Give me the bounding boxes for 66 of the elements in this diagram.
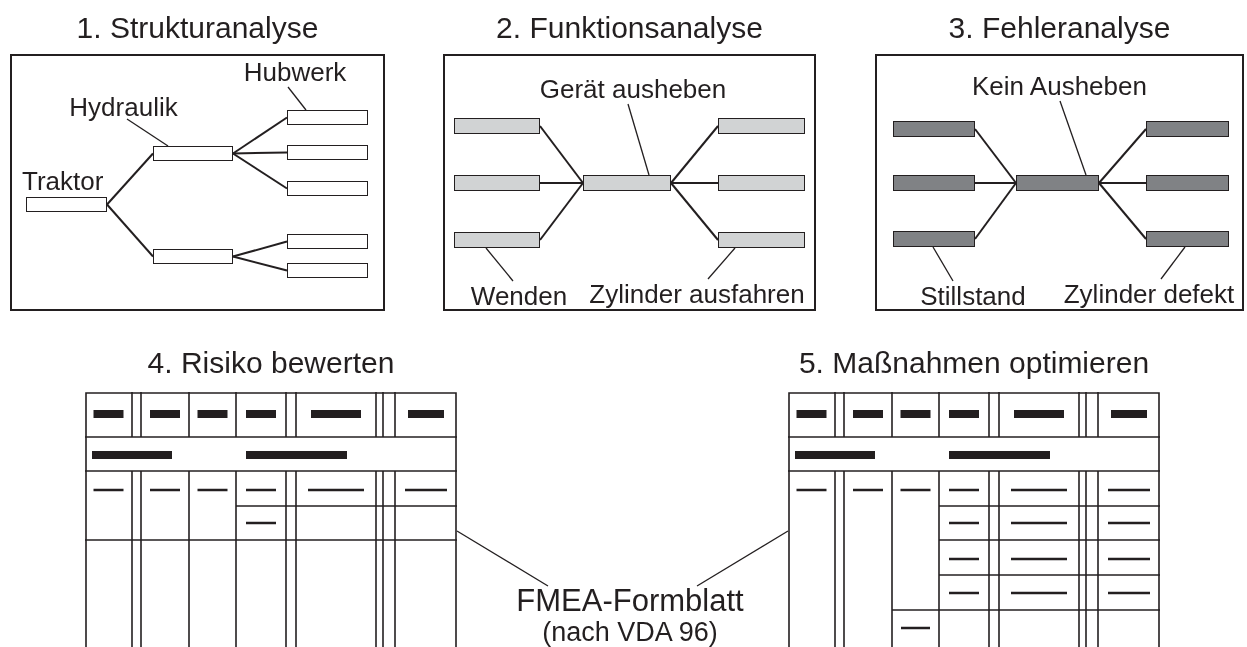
- element-box: [583, 175, 671, 191]
- leader-line: [485, 247, 514, 282]
- connector-line: [232, 116, 288, 155]
- leader-line: [287, 86, 307, 111]
- panel-title: 4. Risiko bewerten: [146, 345, 396, 381]
- connector-line: [232, 152, 288, 190]
- element-box: [153, 146, 233, 161]
- connector-line: [106, 152, 154, 206]
- connector-line: [670, 182, 719, 241]
- node-label: Stillstand: [917, 281, 1029, 311]
- connector-line: [539, 182, 584, 184]
- connector-line: [670, 125, 719, 184]
- element-box: [287, 181, 368, 196]
- node-label: Hydraulik: [66, 92, 181, 122]
- connector-line: [106, 203, 154, 258]
- node-label: Hubwerk: [240, 57, 350, 87]
- element-box: [893, 231, 975, 247]
- form-note: (nach VDA 96): [541, 617, 719, 647]
- connector-line: [1098, 182, 1147, 184]
- node-label: Traktor: [22, 166, 104, 196]
- panel-title: 1. Strukturanalyse: [75, 10, 320, 46]
- element-box: [1016, 175, 1099, 191]
- node-label: Zylinder defekt: [1058, 279, 1240, 309]
- connector-line: [974, 128, 1017, 184]
- element-box: [893, 175, 975, 191]
- connector-line: [974, 182, 1017, 240]
- form-label: FMEA-Formblatt: [515, 584, 745, 617]
- element-box: [287, 110, 368, 125]
- element-box: [454, 232, 540, 248]
- element-box: [454, 118, 540, 134]
- node-label: Wenden: [468, 281, 570, 311]
- leader-line: [1160, 246, 1186, 280]
- element-box: [287, 234, 368, 249]
- element-box: [1146, 231, 1229, 247]
- leader-line: [696, 530, 789, 587]
- connector-line: [1098, 182, 1147, 240]
- node-label: Zylinder ausfahren: [586, 279, 808, 309]
- leader-line: [707, 247, 736, 280]
- element-box: [718, 118, 805, 134]
- element-box: [153, 249, 233, 264]
- element-box: [287, 145, 368, 160]
- panel-title: 5. Maßnahmen optimieren: [797, 345, 1151, 381]
- leader-line: [932, 246, 954, 282]
- element-box: [718, 175, 805, 191]
- connector-line: [539, 125, 584, 184]
- leader-line: [456, 530, 549, 587]
- panel-title: 2. Funktionsanalyse: [495, 10, 764, 46]
- leader-line: [126, 118, 169, 147]
- element-box: [893, 121, 975, 137]
- connector-line: [232, 240, 288, 258]
- leader-line: [627, 103, 650, 176]
- connector-line: [974, 182, 1017, 184]
- panel-title: 3. Fehleranalyse: [947, 10, 1172, 46]
- leader-line: [1059, 100, 1087, 176]
- element-box: [1146, 121, 1229, 137]
- connector-line: [539, 182, 584, 241]
- element-box: [1146, 175, 1229, 191]
- node-label: Kein Ausheben: [968, 71, 1151, 101]
- connector-line: [232, 255, 288, 272]
- node-label: Gerät ausheben: [535, 74, 731, 104]
- connector-line: [1098, 128, 1147, 184]
- element-box: [287, 263, 368, 278]
- connector-line: [232, 151, 288, 155]
- connector-line: [670, 182, 719, 184]
- element-box: [454, 175, 540, 191]
- element-box: [718, 232, 805, 248]
